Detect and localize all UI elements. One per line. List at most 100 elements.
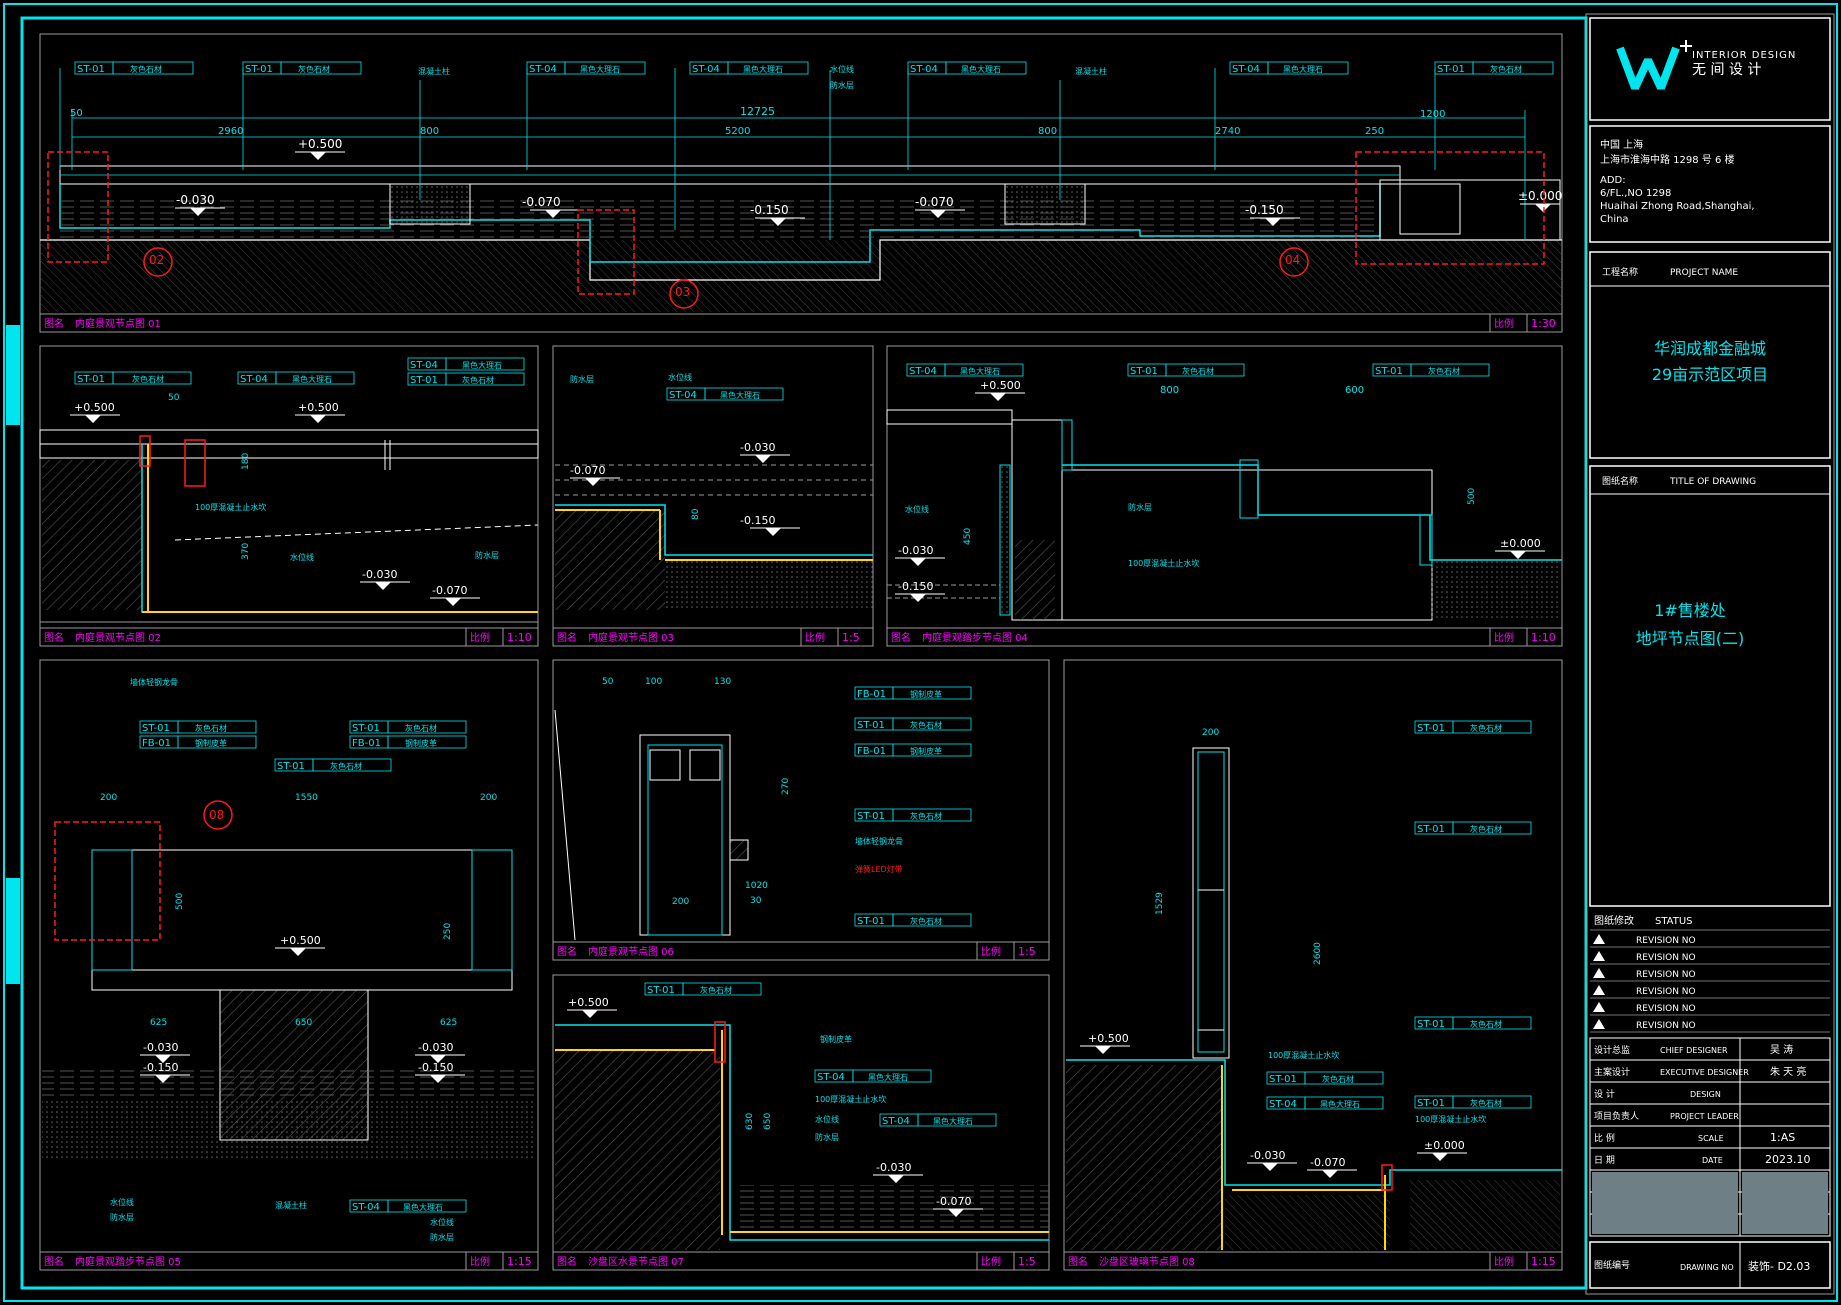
v06-tag-fb01b: FB-01 xyxy=(857,746,886,757)
project-name-2: 29亩示范区项目 xyxy=(1652,365,1768,384)
v04-lvl-m030: -0.030 xyxy=(898,544,933,557)
v05-lvl-m030b: -0.030 xyxy=(418,1041,453,1054)
view-07-name: 沙盘区水景节点图 07 xyxy=(588,1255,684,1268)
v08-tag-st01c-desc: 灰色石材 xyxy=(1470,1019,1502,1029)
revision-header-cn: 图纸修改 xyxy=(1594,914,1634,927)
v08-tag-st01d: ST-01 xyxy=(1417,1098,1445,1109)
lvl-01-zero: ±0.000 xyxy=(1518,189,1562,203)
view-07-scale: 1:5 xyxy=(1018,1255,1036,1268)
view-03-label: 图名 xyxy=(557,631,577,644)
drawing-label-en: TITLE OF DRAWING xyxy=(1669,477,1756,487)
v06-dim-270: 270 xyxy=(781,778,791,795)
revision-1: REVISION NO xyxy=(1636,936,1696,946)
tag-st04-b-desc: 黑色大理石 xyxy=(743,64,783,74)
view-06-scale: 1:5 xyxy=(1018,945,1036,958)
addr-cn-1: 中国 上海 xyxy=(1600,138,1643,151)
v08-tag-st01c: ST-01 xyxy=(1417,1019,1445,1030)
v03-lvl-m030: -0.030 xyxy=(740,441,775,454)
tag-water-01: 水位线 xyxy=(830,64,854,74)
v02-dim-370: 370 xyxy=(241,543,251,560)
v02-lvl-p500a: +0.500 xyxy=(74,401,115,414)
v08-tag-st01d-desc: 灰色石材 xyxy=(1470,1098,1502,1108)
v07-waterproof: 防水层 xyxy=(815,1132,839,1142)
v04-tag-st01a: ST-01 xyxy=(1130,366,1158,377)
tag-st01-c-desc: 灰色石材 xyxy=(1490,64,1522,74)
v07-lvl-m070: -0.070 xyxy=(936,1195,971,1208)
addr-en-1: ADD: xyxy=(1600,175,1626,186)
signoff-1-en: CHIEF DESIGNER xyxy=(1660,1046,1728,1055)
v05-tag-st04-desc: 黑色大理石 xyxy=(403,1202,443,1212)
view-04-scale-label: 比例 xyxy=(1494,631,1514,644)
v05-tag-fb01a: FB-01 xyxy=(142,738,171,749)
v04-dim-500: 500 xyxy=(1467,488,1477,505)
v04-tag-st04: ST-04 xyxy=(909,366,937,377)
v07-fb: 钢制皮革 xyxy=(820,1034,852,1044)
drawing-label-cn: 图纸名称 xyxy=(1602,475,1638,487)
lvl-01-m070a: -0.070 xyxy=(522,195,561,209)
dim-250: 250 xyxy=(1365,126,1384,137)
view-02-scale: 1:10 xyxy=(507,631,532,644)
drawing-name-2: 地坪节点图(二) xyxy=(1636,629,1745,648)
v02-waterproof: 防水层 xyxy=(475,550,499,560)
lvl-01-p500: +0.500 xyxy=(298,137,342,151)
v06-tag-st01a: ST-01 xyxy=(857,720,885,731)
signoff-2-cn: 主案设计 xyxy=(1594,1066,1630,1078)
v05-dim-625a: 625 xyxy=(150,1018,167,1028)
v08-tag-st01e: ST-01 xyxy=(1269,1074,1297,1085)
v07-tag-st04b: ST-04 xyxy=(882,1116,910,1127)
v08-tag-st04-desc: 黑色大理石 xyxy=(1320,1099,1360,1109)
revision-4: REVISION NO xyxy=(1636,987,1696,997)
v03-lvl-m150: -0.150 xyxy=(740,514,775,527)
v05-tag-st01b: ST-01 xyxy=(352,723,380,734)
v06-dim-100: 100 xyxy=(645,677,662,687)
v02-lvl-m070: -0.070 xyxy=(432,584,467,597)
v08-tag-st01b-desc: 灰色石材 xyxy=(1470,824,1502,834)
v07-tag-st04a-desc: 黑色大理石 xyxy=(868,1072,908,1082)
drawing-no-en: DRAWING NO xyxy=(1680,1263,1734,1272)
dim-total: 12725 xyxy=(740,105,775,118)
view-08-name: 沙盘区玻璃节点图 08 xyxy=(1099,1255,1195,1268)
revision-header-en: STATUS xyxy=(1655,916,1693,927)
callout-02: 02 xyxy=(149,253,164,267)
v08-tag-st04: ST-04 xyxy=(1269,1099,1297,1110)
drawing-no-val: 装饰- D2.03 xyxy=(1748,1259,1810,1273)
view-06-scale-label: 比例 xyxy=(981,945,1001,958)
view-06-name: 内庭景观节点图 06 xyxy=(588,945,674,958)
v02-tag-st01b-desc: 灰色石材 xyxy=(462,375,494,385)
v02-tag-st01-desc: 灰色石材 xyxy=(132,374,164,384)
v03-lvl-m070: -0.070 xyxy=(570,464,605,477)
view-04: ST-04 黑色大理石 ST-01 灰色石材 ST-01 灰色石材 水位线 防水… xyxy=(886,345,1563,647)
view-05-label: 图名 xyxy=(44,1255,64,1268)
project-label-cn: 工程名称 xyxy=(1602,266,1638,278)
v08-tag-st01a: ST-01 xyxy=(1417,723,1445,734)
view-07-label: 图名 xyxy=(557,1255,577,1268)
view-07: ST-01 灰色石材 钢制皮革 ST-04 黑色大理石 100厚混凝土止水坎 水… xyxy=(552,974,1050,1271)
v07-lvl-m030: -0.030 xyxy=(876,1161,911,1174)
v07-tag-st01: ST-01 xyxy=(647,985,675,996)
signoff-4-cn: 项目负责人 xyxy=(1594,1110,1639,1122)
v05-tag-fb01b: FB-01 xyxy=(352,738,381,749)
v06-tag-st01c-desc: 灰色石材 xyxy=(910,916,942,926)
v06-dim-50: 50 xyxy=(602,677,614,687)
view-05-name: 内庭景观踏步节点图 05 xyxy=(75,1255,181,1268)
revision-2: REVISION NO xyxy=(1636,953,1696,963)
view-01-label: 图名 xyxy=(44,317,64,330)
v03-tag-st04-desc: 黑色大理石 xyxy=(720,390,760,400)
v06-tag-fb01a-desc: 钢制皮革 xyxy=(910,689,942,699)
project-name-1: 华润成都金融城 xyxy=(1654,339,1766,358)
view-02: ST-01 灰色石材 ST-04 黑色大理石 ST-04 黑色大理石 ST-01… xyxy=(39,345,539,647)
v08-concrete-a: 100厚混凝土止水坎 xyxy=(1268,1050,1339,1060)
project-label-en: PROJECT NAME xyxy=(1670,268,1738,278)
drawing-no-cn: 图纸编号 xyxy=(1594,1259,1630,1271)
signoff-1-cn: 设计总监 xyxy=(1594,1044,1630,1056)
view-05-scale-label: 比例 xyxy=(470,1255,490,1268)
v08-dim-200: 200 xyxy=(1202,728,1219,738)
v06-tag-fb01b-desc: 钢制皮革 xyxy=(910,746,942,756)
v02-water: 水位线 xyxy=(290,552,314,562)
v06-tag-st01c: ST-01 xyxy=(857,916,885,927)
view-01-name: 内庭景观节点图 01 xyxy=(75,317,161,330)
lvl-01-m070b: -0.070 xyxy=(915,195,954,209)
signoff-6-cn: 日 期 xyxy=(1594,1155,1615,1166)
v02-tag-st04-desc: 黑色大理石 xyxy=(292,374,332,384)
lvl-01-m150a: -0.150 xyxy=(750,203,789,217)
